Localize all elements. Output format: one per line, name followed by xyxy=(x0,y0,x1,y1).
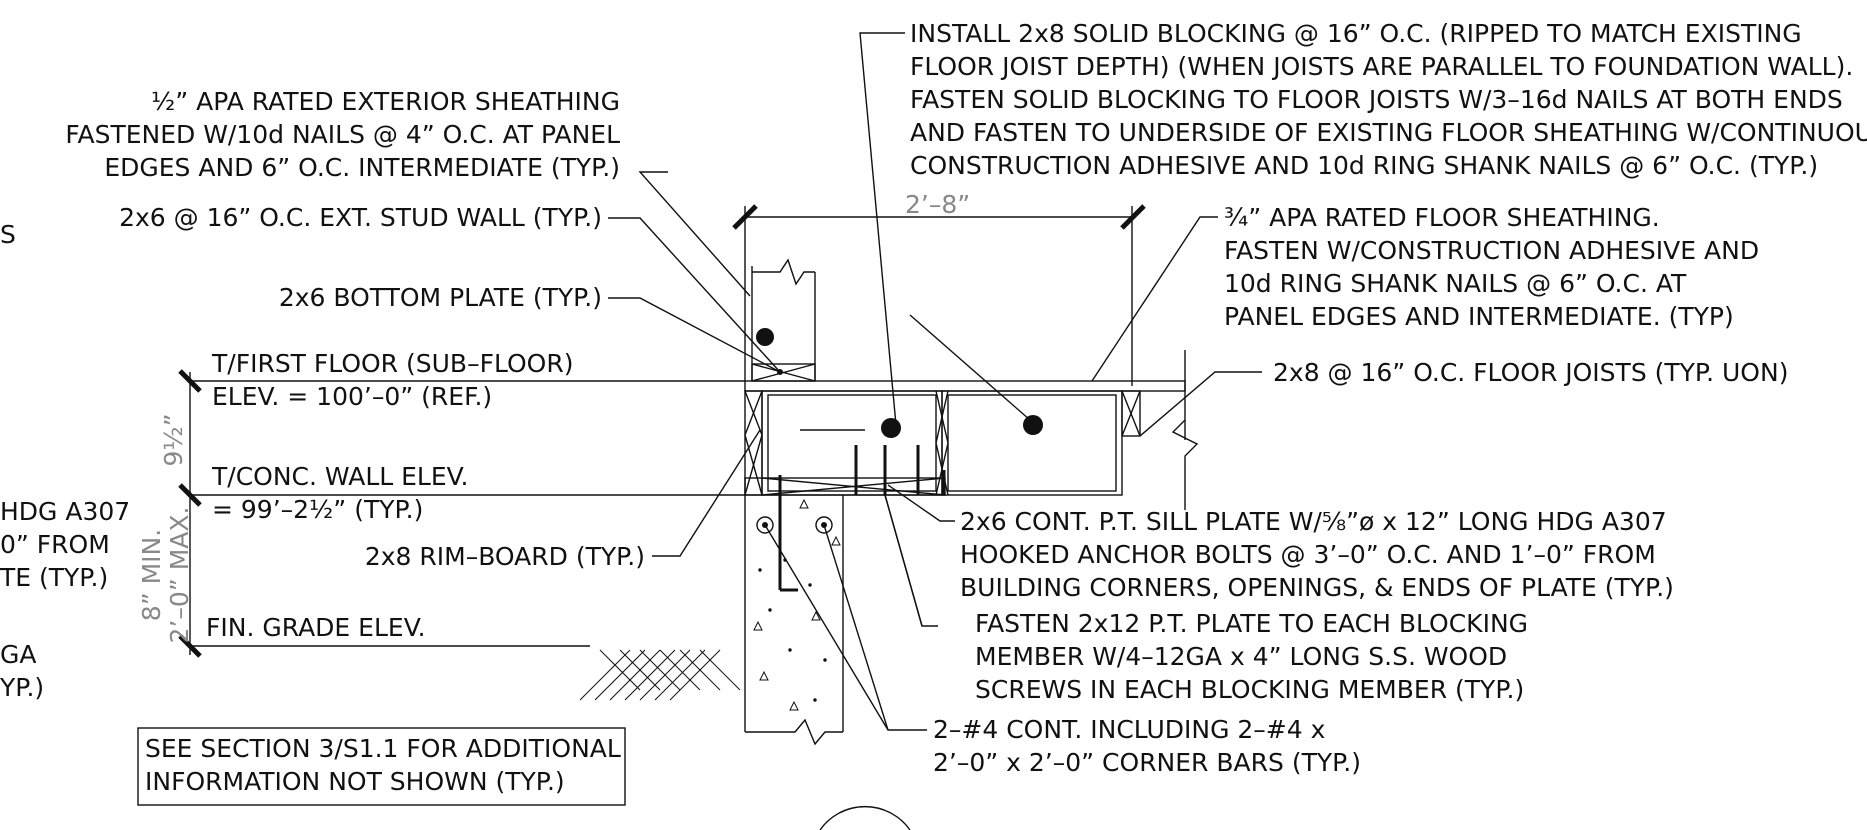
cutoff-text-3: 0” FROM xyxy=(0,530,110,559)
note-floor-sheathing-line-2: FASTEN W/CONSTRUCTION ADHESIVE AND xyxy=(1224,236,1759,265)
cutoff-text-6: YP.) xyxy=(0,673,44,702)
cutoff-text-5: GA xyxy=(0,640,36,669)
dim-height-upper: 9½” xyxy=(159,413,188,466)
note-blocking-line-2: FLOOR JOIST DEPTH) (WHEN JOISTS ARE PARA… xyxy=(910,52,1853,81)
cutoff-text-1: S xyxy=(0,220,16,249)
cutoff-text-2: HDG A307 xyxy=(0,497,130,526)
note-sill-plate-line-3: BUILDING CORNERS, OPENINGS, & ENDS OF PL… xyxy=(960,573,1674,602)
note-ext-sheathing-line-3: EDGES AND 6” O.C. INTERMEDIATE (TYP.) xyxy=(104,153,620,182)
note-fasten-plate-line-3: SCREWS IN EACH BLOCKING MEMBER (TYP.) xyxy=(975,675,1524,704)
dim-height-lower-2: 2’–0” MAX. xyxy=(165,507,194,644)
note-sill-plate: 2x6 CONT. P.T. SILL PLATE W/⅝”ø x 12” LO… xyxy=(960,507,1674,602)
note-floor-sheathing-line-1: ¾” APA RATED FLOOR SHEATHING. xyxy=(1224,203,1660,232)
cutoff-left-notes: S HDG A307 0” FROM TE (TYP.) GA YP.) xyxy=(0,220,130,702)
dim-height-lower-1: 8” MIN. xyxy=(137,529,166,621)
note-fasten-plate-line-2: MEMBER W/4–12GA x 4” LONG S.S. WOOD xyxy=(975,642,1507,671)
elev-conc-wall-line-1: T/CONC. WALL ELEV. xyxy=(211,462,468,491)
note-blocking-line-5: CONSTRUCTION ADHESIVE AND 10d RING SHANK… xyxy=(910,151,1818,180)
note-rebar-line-1: 2–#4 CONT. INCLUDING 2–#4 x xyxy=(933,715,1325,744)
dimension-labels: 2’–8” 9½” 8” MIN. 2’–0” MAX. xyxy=(137,190,970,643)
note-rebar: 2–#4 CONT. INCLUDING 2–#4 x 2’–0” x 2’–0… xyxy=(933,715,1361,777)
dim-span: 2’–8” xyxy=(905,190,970,219)
note-floor-sheathing-line-4: PANEL EDGES AND INTERMEDIATE. (TYP) xyxy=(1224,302,1734,331)
leader-lines xyxy=(608,32,1262,731)
note-blocking-line-4: AND FASTEN TO UNDERSIDE OF EXISTING FLOO… xyxy=(910,118,1867,147)
note-rim-board: 2x8 RIM–BOARD (TYP.) xyxy=(365,542,645,571)
section-geometry xyxy=(178,204,1199,830)
note-stud-wall: 2x6 @ 16” O.C. EXT. STUD WALL (TYP.) xyxy=(119,203,602,232)
note-fasten-plate-line-1: FASTEN 2x12 P.T. PLATE TO EACH BLOCKING xyxy=(975,609,1528,638)
note-fasten-plate: FASTEN 2x12 P.T. PLATE TO EACH BLOCKING … xyxy=(975,609,1528,704)
elev-first-floor-line-2: ELEV. = 100’–0” (REF.) xyxy=(212,382,492,411)
note-floor-sheathing: ¾” APA RATED FLOOR SHEATHING. FASTEN W/C… xyxy=(1224,203,1759,331)
note-ext-sheathing-line-1: ½” APA RATED EXTERIOR SHEATHING xyxy=(151,87,620,116)
note-floor-sheathing-line-3: 10d RING SHANK NAILS @ 6” O.C. AT xyxy=(1224,269,1687,298)
see-section-line-1: SEE SECTION 3/S1.1 FOR ADDITIONAL xyxy=(145,734,621,763)
elev-conc-wall-line-2: = 99’–2½” (TYP.) xyxy=(212,495,423,524)
note-floor-joists: 2x8 @ 16” O.C. FLOOR JOISTS (TYP. UON) xyxy=(1273,358,1788,387)
note-ext-sheathing: ½” APA RATED EXTERIOR SHEATHING FASTENED… xyxy=(65,87,620,182)
note-bottom-plate: 2x6 BOTTOM PLATE (TYP.) xyxy=(279,283,602,312)
note-rebar-line-2: 2’–0” x 2’–0” CORNER BARS (TYP.) xyxy=(933,748,1361,777)
note-ext-sheathing-line-2: FASTENED W/10d NAILS @ 4” O.C. AT PANEL xyxy=(65,120,620,149)
elevation-labels: T/FIRST FLOOR (SUB–FLOOR) ELEV. = 100’–0… xyxy=(206,349,573,642)
note-blocking: INSTALL 2x8 SOLID BLOCKING @ 16” O.C. (R… xyxy=(910,19,1867,180)
note-blocking-line-1: INSTALL 2x8 SOLID BLOCKING @ 16” O.C. (R… xyxy=(910,19,1802,48)
elev-first-floor-line-1: T/FIRST FLOOR (SUB–FLOOR) xyxy=(211,349,573,378)
note-blocking-line-3: FASTEN SOLID BLOCKING TO FLOOR JOISTS W/… xyxy=(910,85,1843,114)
see-section-note: SEE SECTION 3/S1.1 FOR ADDITIONAL INFORM… xyxy=(137,727,626,806)
elev-fin-grade: FIN. GRADE ELEV. xyxy=(206,613,426,642)
note-sill-plate-line-1: 2x6 CONT. P.T. SILL PLATE W/⅝”ø x 12” LO… xyxy=(960,507,1667,536)
cutoff-text-4: TE (TYP.) xyxy=(0,563,108,592)
see-section-line-2: INFORMATION NOT SHOWN (TYP.) xyxy=(145,767,565,796)
note-sill-plate-line-2: HOOKED ANCHOR BOLTS @ 3’–0” O.C. AND 1’–… xyxy=(960,540,1656,569)
